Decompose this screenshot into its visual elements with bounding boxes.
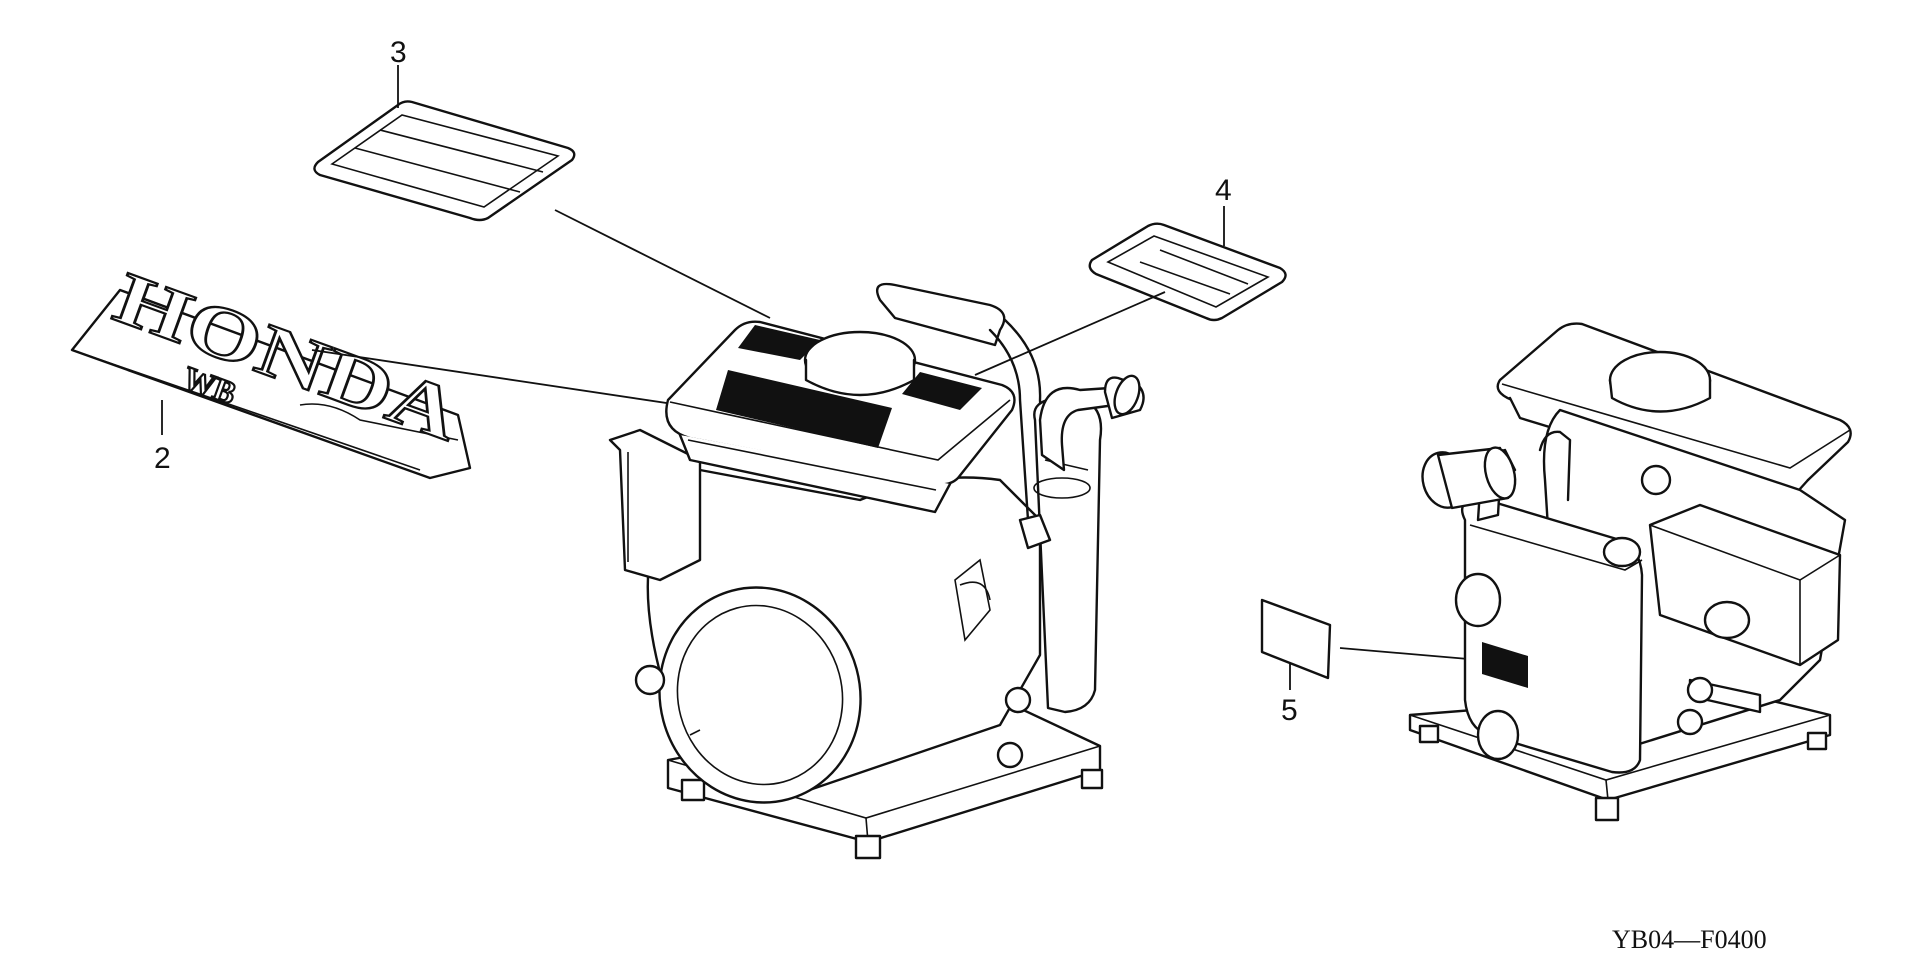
part-4-label[interactable] <box>1088 222 1287 322</box>
water-pump-rear-view <box>1408 322 1852 822</box>
part-5-label[interactable] <box>1260 598 1332 680</box>
water-pump-front-view <box>608 282 1145 860</box>
callout-4: 4 <box>1215 174 1232 207</box>
callout-5: 5 <box>1281 694 1298 727</box>
part-3-label[interactable] <box>313 100 576 222</box>
callout-3: 3 <box>390 36 407 69</box>
callout-2: 2 <box>154 442 171 475</box>
part-2-emblem[interactable]: HONDA WB <box>70 256 472 485</box>
drawing-code: YB04—F0400 <box>1612 925 1767 954</box>
